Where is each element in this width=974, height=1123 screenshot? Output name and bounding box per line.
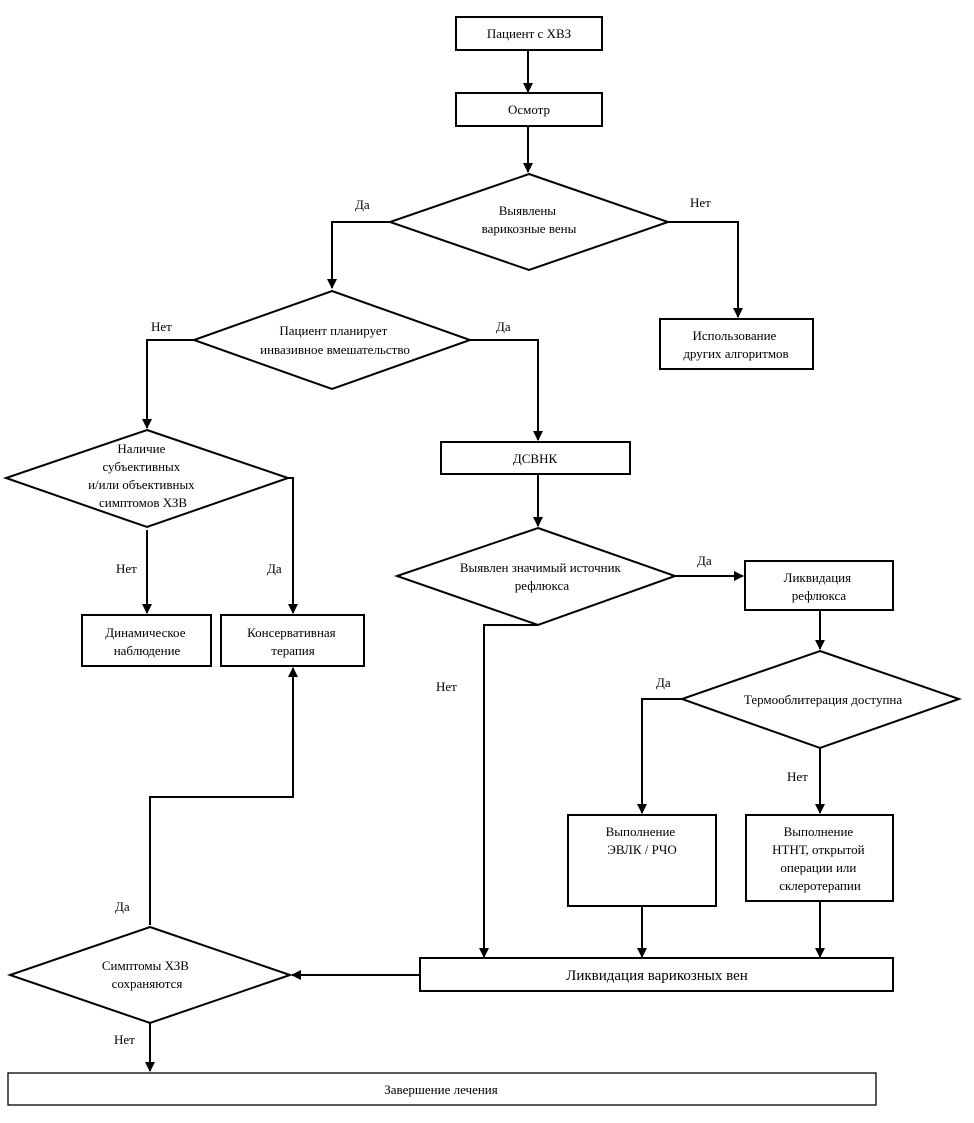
node-exam-text: Осмотр <box>508 102 550 117</box>
decision-symptoms-present-line2: субъективных <box>102 459 180 474</box>
decision-thermo-available: Термооблитерация доступна <box>678 649 963 750</box>
edge-invasive-no <box>142 339 194 429</box>
svg-text:Динамическое наблюдение: Динамическое наблюдение <box>105 625 188 658</box>
decision-symptoms-present-line4: симптомов ХЗВ <box>99 495 187 510</box>
svg-text:Наличие субъективных: Наличие субъективных и/или объективных с… <box>88 441 198 510</box>
edge-varicose-yes <box>327 221 390 289</box>
node-dynamic-observation-line2: наблюдение <box>114 643 181 658</box>
decision-symptoms-present-line1: Наличие <box>117 441 165 456</box>
node-patient: Пациент с ХВЗ <box>455 16 603 51</box>
node-varicose-elimination: Ликвидация варикозных вен <box>419 957 894 992</box>
svg-text:Консервативная терапия: Консервативная терапия <box>247 625 339 658</box>
node-ntnt-line3: операции или <box>780 860 856 875</box>
label-varicose-yes: Да <box>355 197 370 212</box>
node-reflux-elimination: Ликвидация рефлюкса <box>744 560 894 611</box>
decision-symptoms-persist-line1: Симптомы ХЗВ <box>102 958 189 973</box>
node-dsvnk: ДСВНК <box>440 441 631 475</box>
decision-varicose-detected: Выявлены варикозные вены <box>386 172 672 272</box>
decision-plans-invasive-line2: инвазивное вмешательство <box>260 342 410 357</box>
label-varicose-no: Нет <box>690 195 711 210</box>
node-patient-text: Пациент с ХВЗ <box>487 26 571 41</box>
decision-symptoms-persist: Симптомы ХЗВ сохраняются <box>6 925 294 1025</box>
decision-plans-invasive-line1: Пациент планирует <box>279 323 387 338</box>
node-ntnt: Выполнение НТНТ, открытой операции или с… <box>745 814 894 902</box>
svg-text:Выполнение ЭВЛК / РЧО: Выполнение ЭВЛК / РЧО <box>606 824 679 857</box>
svg-text:Выполнение НТНТ, открыто: Выполнение НТНТ, открытой операции или с… <box>772 824 868 893</box>
decision-reflux-source: Выявлен значимый источник рефлюкса <box>393 526 678 627</box>
label-symptoms-no: Нет <box>116 561 137 576</box>
node-conservative-therapy-line1: Консервативная <box>247 625 336 640</box>
label-thermo-yes: Да <box>656 675 671 690</box>
label-symptoms-yes: Да <box>267 561 282 576</box>
edge-symptoms-yes <box>288 477 298 614</box>
node-varicose-elimination-text: Ликвидация варикозных вен <box>566 968 748 984</box>
node-dsvnk-text: ДСВНК <box>513 451 558 466</box>
node-ntnt-line2: НТНТ, открытой <box>772 842 864 857</box>
node-other-algorithms: Использование других алгоритмов <box>659 318 814 370</box>
node-treatment-end-text: Завершение лечения <box>384 1082 497 1097</box>
label-reflux-yes: Да <box>697 553 712 568</box>
decision-reflux-source-line2: рефлюкса <box>515 578 570 593</box>
node-conservative-therapy: Консервативная терапия <box>220 614 365 667</box>
node-evlk-rfo-line2: ЭВЛК / РЧО <box>607 842 676 857</box>
node-ntnt-line4: склеротерапии <box>779 878 861 893</box>
node-evlk-rfo: Выполнение ЭВЛК / РЧО <box>567 814 717 907</box>
decision-symptoms-persist-line2: сохраняются <box>112 976 183 991</box>
svg-text:Выявлены варикозные вены: Выявлены варикозные вены <box>482 203 577 236</box>
svg-text:Симптомы ХЗВ сохраняются: Симптомы ХЗВ сохраняются <box>102 958 192 991</box>
decision-symptoms-present: Наличие субъективных и/или объективных с… <box>2 428 292 529</box>
edge-thermo-yes <box>637 698 682 814</box>
decision-thermo-available-text: Термооблитерация доступна <box>744 692 902 707</box>
node-evlk-rfo-line1: Выполнение <box>606 824 676 839</box>
label-invasive-no: Нет <box>151 319 172 334</box>
node-reflux-elimination-line2: рефлюкса <box>792 588 847 603</box>
decision-varicose-detected-line2: варикозные вены <box>482 221 577 236</box>
edges <box>142 50 825 1072</box>
edge-persist-yes <box>149 667 298 925</box>
node-exam: Осмотр <box>455 92 603 127</box>
edge-varicose-no <box>668 221 743 318</box>
edge-invasive-yes <box>470 339 543 441</box>
decision-reflux-source-line1: Выявлен значимый источник <box>460 560 622 575</box>
label-invasive-yes: Да <box>496 319 511 334</box>
node-reflux-elimination-line1: Ликвидация <box>784 570 851 585</box>
decision-varicose-detected-line1: Выявлены <box>499 203 557 218</box>
edge-labels: Да Нет Нет Да Нет Да Да Нет Да Нет Да Не… <box>114 195 808 1047</box>
node-other-algorithms-line1: Использование <box>692 328 776 343</box>
node-ntnt-line1: Выполнение <box>784 824 854 839</box>
node-treatment-end: Завершение лечения <box>7 1072 877 1106</box>
node-conservative-therapy-line2: терапия <box>271 643 314 658</box>
edge-reflux-no <box>479 624 538 958</box>
node-dynamic-observation-line1: Динамическое <box>105 625 185 640</box>
svg-text:Пациент планирует инвази: Пациент планирует инвазивное вмешательст… <box>260 323 410 357</box>
node-other-algorithms-line2: других алгоритмов <box>683 346 788 361</box>
decision-plans-invasive: Пациент планирует инвазивное вмешательст… <box>191 289 473 391</box>
svg-text:Выявлен значимый источник: Выявлен значимый источник рефлюкса <box>460 560 624 593</box>
svg-text:Ликвидация рефлюкса: Ликвидация рефлюкса <box>784 570 855 603</box>
label-reflux-no: Нет <box>436 679 457 694</box>
decision-symptoms-present-line3: и/или объективных <box>88 477 195 492</box>
label-persist-no: Нет <box>114 1032 135 1047</box>
node-dynamic-observation: Динамическое наблюдение <box>81 614 212 667</box>
label-persist-yes: Да <box>115 899 130 914</box>
label-thermo-no: Нет <box>787 769 808 784</box>
svg-text:Использование других алг: Использование других алгоритмов <box>683 328 788 361</box>
